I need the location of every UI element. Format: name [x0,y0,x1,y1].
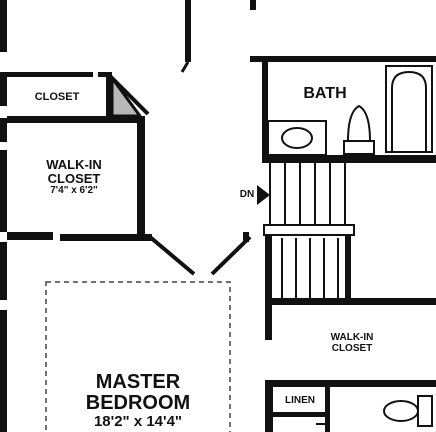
closet-label: CLOSET [34,91,80,103]
master-bedroom-label: MASTER BEDROOM 18'2" x 14'4" [58,372,218,430]
walkin-closet-left-walls [7,116,152,241]
left-exterior-wall [0,0,7,432]
walkin-closet-right-label: WALK-IN CLOSET [312,332,392,354]
bath-walls [250,56,436,163]
linen-label: LINEN [285,395,315,406]
walkin-closet-right-line1: WALK-IN [330,332,374,343]
bath-label: BATH [303,85,347,102]
down-arrow-icon [257,185,270,205]
master-bedroom-line1: MASTER [95,371,181,393]
closet-door [108,74,150,116]
lower-right-walls [265,380,436,432]
walkin-closet-right-line2: CLOSET [331,342,373,354]
sink-icon [267,120,327,156]
walkin-closet-left-dimensions: 7'4" x 6'2" [50,185,98,197]
stairs-direction-label: DN [239,189,255,200]
closet-walls [7,72,143,123]
master-bedroom-line2: BEDROOM [85,392,191,414]
walkin-closet-left-line2: CLOSET [47,170,101,186]
stub-wall [243,232,249,242]
tray-ceiling-outline [45,281,231,432]
walkin-closet-left-line1: WALK-IN [46,157,102,172]
master-bedroom-dimensions: 18'2" x 14'4" [93,413,183,430]
stair-walls [265,235,436,340]
toilet-icon [343,104,375,155]
hall-walls [185,0,256,62]
walkin-door-right [210,235,252,276]
bathtub-icon [385,65,433,153]
walkin-door-left [148,235,196,276]
lower-toilet-icon [383,395,433,427]
walkin-closet-left-label: WALK-IN CLOSET 7'4" x 6'2" [18,158,130,197]
door-swing-top [180,61,190,73]
staircase [263,163,355,298]
